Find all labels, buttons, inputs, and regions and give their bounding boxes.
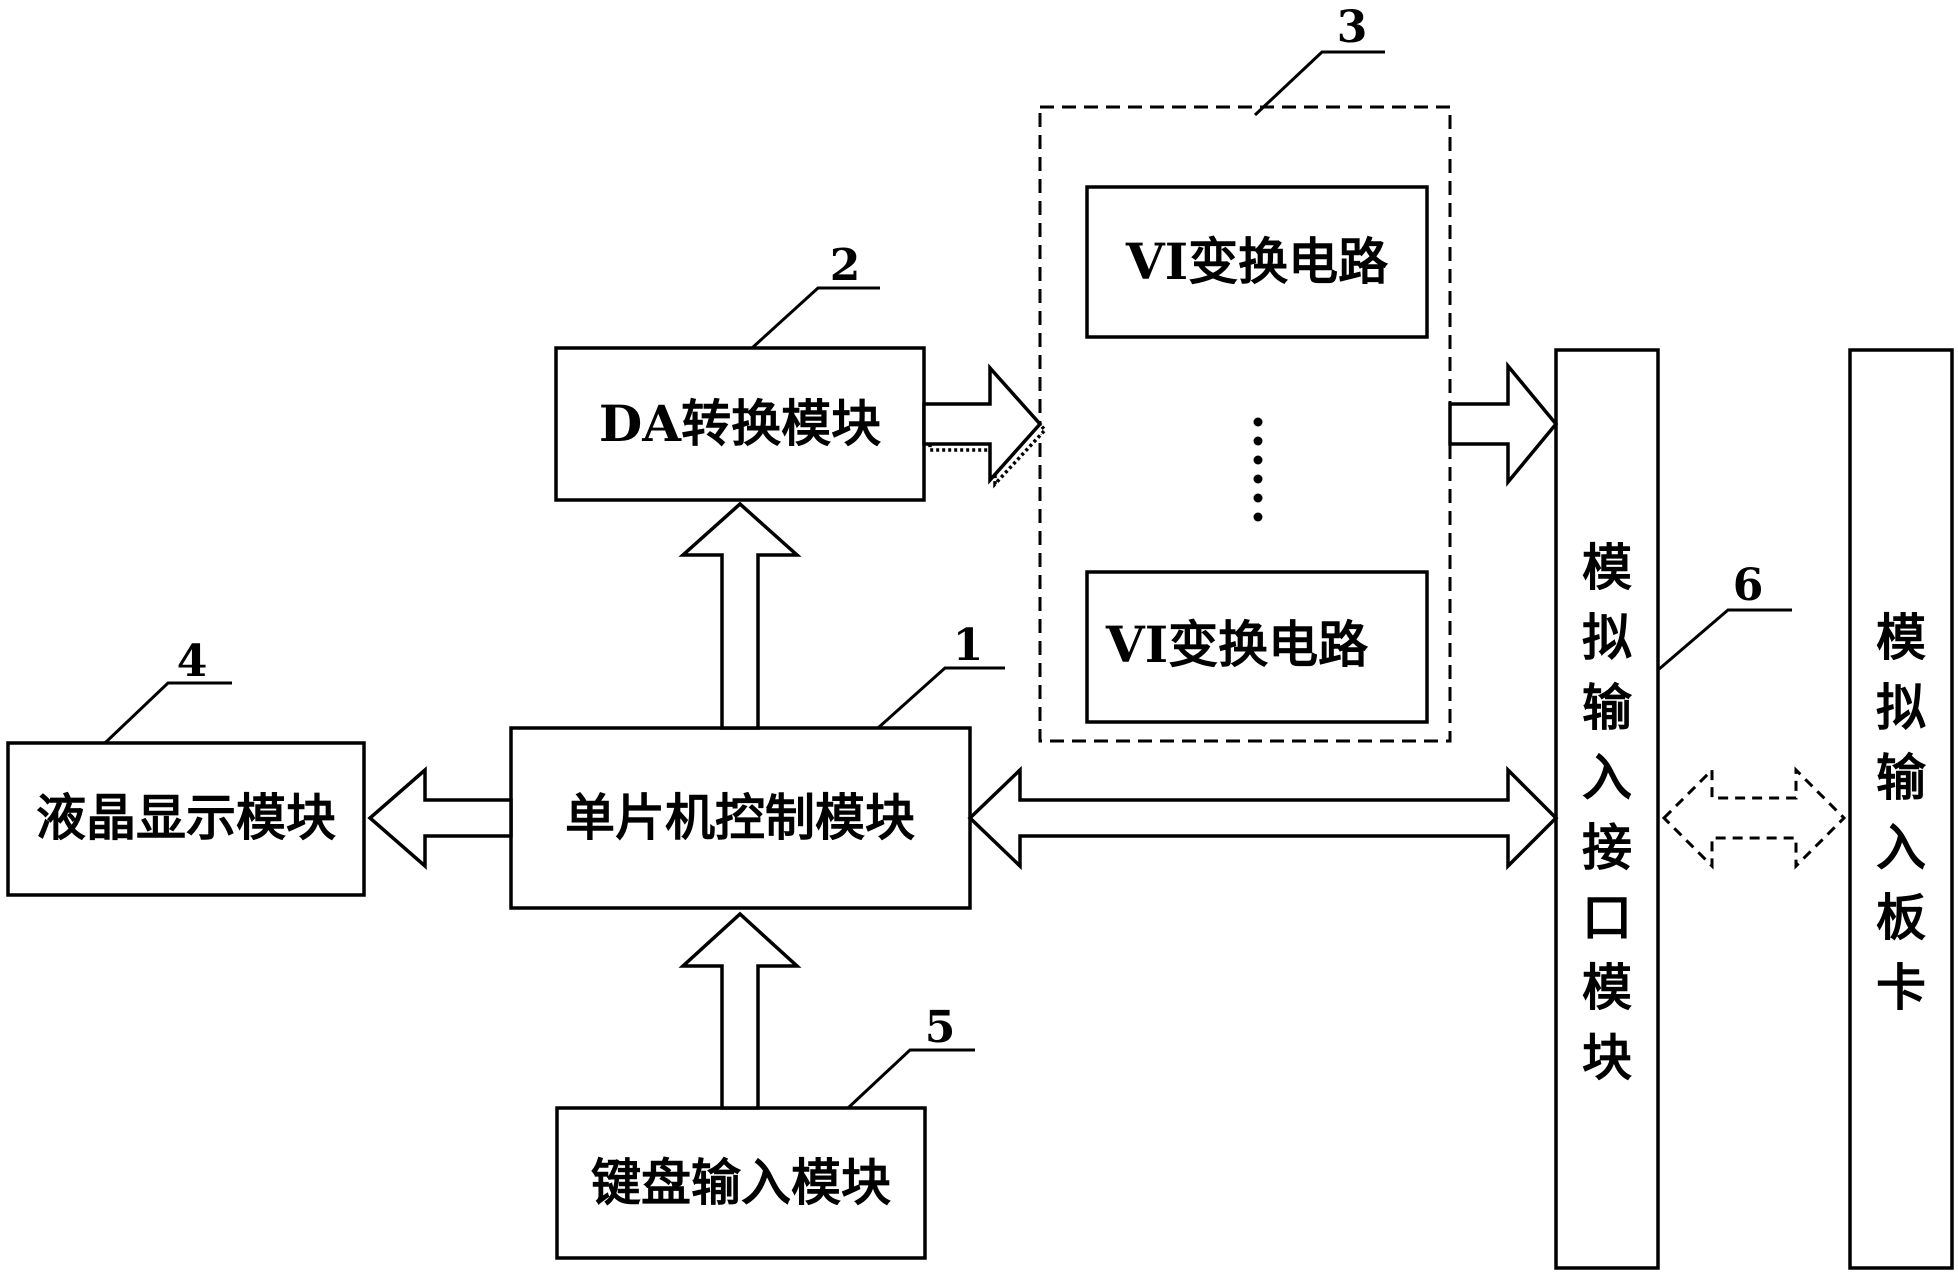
- arrow-vi-to-interface: [1448, 361, 1559, 487]
- da-conversion-label: DA转换模块: [599, 394, 881, 453]
- callout-4-number: 4: [177, 636, 208, 687]
- vi-circuit-bottom-label: VI变换电路: [1105, 615, 1369, 674]
- arrow-da-to-vi: [922, 363, 1043, 485]
- arrow-mcu-interface-bidirectional: [967, 765, 1559, 871]
- arrow-keyboard-to-mcu: [678, 911, 802, 1110]
- card-char-5: 卡: [1876, 958, 1926, 1017]
- keyboard-input-label: 键盘输入模块: [591, 1153, 891, 1212]
- card-char-0: 模: [1876, 608, 1926, 667]
- card-char-4: 板: [1876, 888, 1926, 947]
- callout-3: 3: [1253, 2, 1385, 117]
- callout-5: 5: [846, 1002, 975, 1110]
- callout-5-number: 5: [925, 1002, 956, 1053]
- arrow-mcu-to-da: [678, 501, 802, 730]
- interface-char-3: 入: [1582, 748, 1632, 807]
- callout-2: 2: [750, 240, 880, 350]
- interface-char-0: 模: [1582, 538, 1632, 597]
- arrow-mcu-to-lcd: [367, 766, 513, 870]
- mcu-control-module: 单片机控制模块: [509, 726, 972, 910]
- vi-circuit-bottom: VI变换电路: [1085, 570, 1429, 724]
- interface-char-1: 拟: [1582, 608, 1632, 667]
- mcu-control-label: 单片机控制模块: [565, 788, 915, 847]
- vi-circuit-top: VI变换电路: [1085, 185, 1429, 339]
- da-conversion-module: DA转换模块: [554, 346, 926, 502]
- analog-input-interface-module: 模 拟 输 入 接 口 模 块: [1554, 348, 1660, 1270]
- card-char-2: 输: [1876, 748, 1927, 807]
- interface-char-2: 输: [1582, 678, 1633, 737]
- card-char-1: 拟: [1876, 678, 1926, 737]
- callout-2-number: 2: [830, 240, 861, 291]
- interface-char-5: 口: [1582, 888, 1632, 947]
- interface-char-7: 块: [1582, 1028, 1632, 1087]
- callout-1-number: 1: [953, 620, 984, 671]
- keyboard-input-module: 键盘输入模块: [555, 1106, 927, 1260]
- card-char-3: 入: [1876, 818, 1926, 877]
- ellipsis-dots: [1253, 417, 1263, 522]
- interface-char-6: 模: [1582, 958, 1632, 1017]
- vi-circuit-top-label: VI变换电路: [1125, 232, 1389, 291]
- lcd-display-module: 液晶显示模块: [6, 741, 366, 897]
- arrow-interface-card-dashed: [1661, 766, 1847, 870]
- callout-4: 4: [103, 636, 232, 745]
- lcd-display-label: 液晶显示模块: [36, 788, 336, 847]
- callout-6: 6: [1657, 560, 1792, 672]
- callout-3-number: 3: [1337, 2, 1368, 53]
- interface-char-4: 接: [1582, 818, 1632, 877]
- callout-6-number: 6: [1733, 560, 1764, 611]
- analog-input-board-card: 模 拟 输 入 板 卡: [1848, 348, 1954, 1270]
- callout-1: 1: [876, 620, 1005, 730]
